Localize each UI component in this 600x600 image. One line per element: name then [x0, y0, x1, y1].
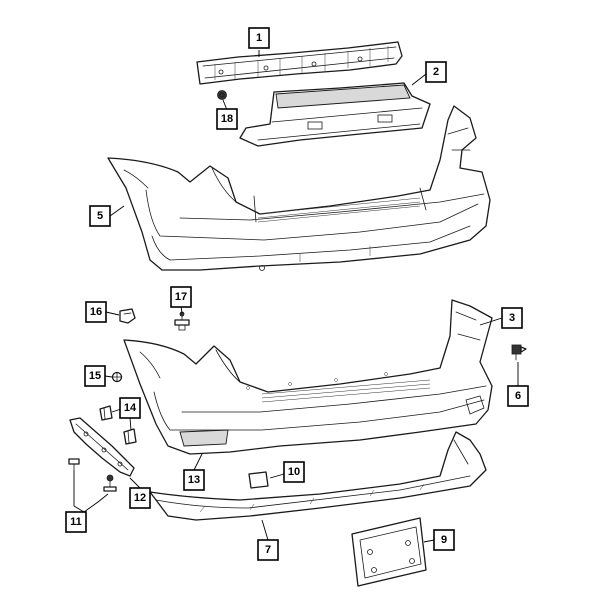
part-6-push-rivet[interactable]	[511, 344, 527, 361]
part-11-bolts[interactable]	[68, 458, 117, 492]
callout-1: 1	[248, 27, 270, 49]
callout-2: 2	[425, 61, 447, 83]
callout-12-label: 12	[134, 492, 146, 504]
callout-11-label: 11	[70, 516, 82, 528]
callout-13-label: 13	[188, 474, 200, 486]
callout-16: 16	[85, 301, 107, 323]
callout-18: 18	[216, 108, 238, 130]
part-2-energy-absorber[interactable]	[239, 82, 431, 147]
part-10-cover-plug[interactable]	[248, 471, 269, 489]
callout-13: 13	[183, 469, 205, 491]
part-15-clip[interactable]	[111, 371, 123, 383]
callout-14: 14	[119, 397, 141, 419]
callout-10: 10	[283, 461, 305, 483]
callout-2-label: 2	[433, 66, 439, 78]
callout-7: 7	[257, 539, 279, 561]
part-18-push-pin[interactable]	[217, 90, 227, 100]
callout-11: 11	[65, 511, 87, 533]
part-5-bumper-fascia-upper[interactable]	[107, 105, 491, 271]
callout-6-label: 6	[515, 390, 521, 402]
leader-lines	[73, 50, 519, 543]
callout-15: 15	[84, 365, 106, 387]
callout-16-label: 16	[90, 306, 102, 318]
callout-12: 12	[129, 487, 151, 509]
callout-15-label: 15	[89, 370, 101, 382]
part-12-bumper-bracket[interactable]	[69, 417, 135, 477]
part-1-reinforcement-beam[interactable]	[196, 41, 403, 85]
part-16-clip[interactable]	[119, 308, 136, 324]
callout-10-label: 10	[288, 466, 300, 478]
callout-6: 6	[507, 385, 529, 407]
callout-3: 3	[501, 307, 523, 329]
part-7-lower-valance[interactable]	[149, 431, 487, 521]
callout-1-label: 1	[256, 32, 262, 44]
callout-18-label: 18	[221, 113, 233, 125]
callout-3-label: 3	[509, 312, 515, 324]
part-9-license-plate-bracket[interactable]	[351, 517, 427, 587]
callout-5-label: 5	[97, 210, 103, 222]
part-17-screw[interactable]	[174, 311, 190, 331]
callout-14-label: 14	[124, 402, 137, 414]
part-3-bumper-fascia-lower[interactable]	[123, 299, 493, 455]
callout-5: 5	[89, 205, 111, 227]
callout-17: 17	[170, 286, 192, 308]
callout-9-label: 9	[441, 534, 447, 546]
callout-17-label: 17	[175, 291, 187, 303]
callout-9: 9	[433, 529, 455, 551]
callout-7-label: 7	[265, 544, 271, 556]
